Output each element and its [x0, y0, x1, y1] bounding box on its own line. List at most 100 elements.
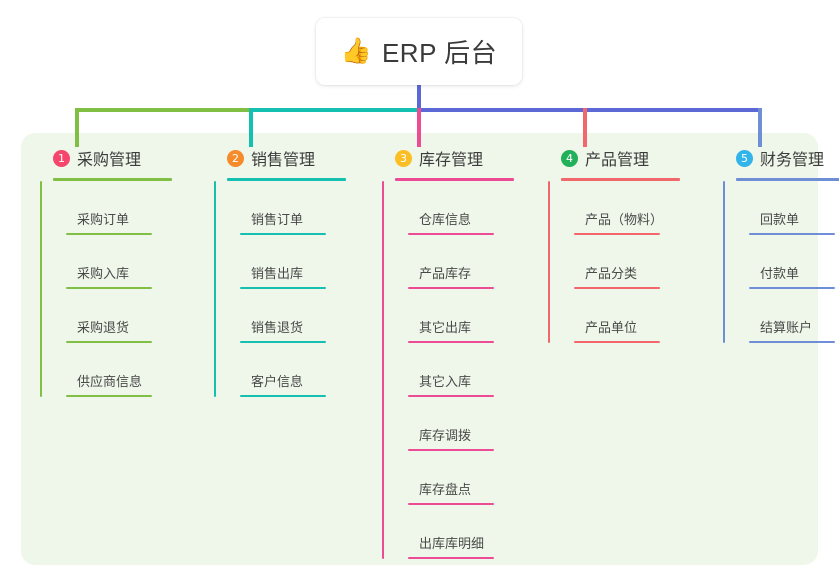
leaf-label: 产品（物料） — [585, 212, 664, 227]
leaf-underline — [66, 395, 152, 397]
leaf-underline — [574, 233, 660, 235]
diagram-panel — [21, 133, 818, 565]
leaf-node[interactable]: 库存盘点 — [395, 451, 534, 505]
leaf-node[interactable]: 采购订单 — [53, 181, 192, 235]
leaf-node[interactable]: 供应商信息 — [53, 343, 192, 397]
leaf-label: 采购退货 — [77, 320, 130, 335]
column-spine-3 — [382, 181, 384, 559]
leaf-node[interactable]: 产品单位 — [561, 289, 700, 343]
leaf-underline — [408, 503, 494, 505]
leaf-underline — [408, 287, 494, 289]
column-badge-5: 5 — [736, 149, 753, 167]
leaf-underline — [408, 395, 494, 397]
leaf-node[interactable]: 销售退货 — [227, 289, 366, 343]
leaf-node[interactable]: 出库库明细 — [395, 505, 534, 559]
leaf-underline — [240, 395, 326, 397]
column-title-5: 财务管理 — [760, 152, 825, 169]
leaf-node[interactable]: 库存调拨 — [395, 397, 534, 451]
leaf-label: 其它出库 — [419, 320, 472, 335]
column-5: 5 财务管理回款单付款单结算账户 — [723, 146, 839, 343]
column-underline-2 — [227, 178, 346, 181]
leaf-underline — [574, 341, 660, 343]
leaf-underline — [240, 287, 326, 289]
leaf-node[interactable]: 销售订单 — [227, 181, 366, 235]
column-items-4: 产品（物料） 产品分类产品单位 — [548, 181, 700, 343]
column-2: 2 销售管理销售订单销售出库销售退货客户信息 — [214, 146, 366, 397]
column-underline-3 — [395, 178, 514, 181]
root-title: ERP 后台 — [381, 38, 498, 68]
leaf-node[interactable]: 回款单 — [736, 181, 839, 235]
column-badge-4: 4 — [561, 149, 578, 167]
leaf-label: 产品分类 — [585, 266, 638, 281]
column-title-1: 采购管理 — [77, 152, 142, 169]
column-header-1[interactable]: 1 采购管理 — [40, 146, 192, 170]
leaf-label: 回款单 — [760, 212, 800, 227]
leaf-underline — [66, 287, 152, 289]
leaf-label: 库存盘点 — [419, 482, 472, 497]
leaf-underline — [408, 233, 494, 235]
leaf-label: 产品单位 — [585, 320, 638, 335]
column-items-1: 采购订单采购入库采购退货供应商信息 — [40, 181, 192, 397]
leaf-node[interactable]: 产品分类 — [561, 235, 700, 289]
column-title-3: 库存管理 — [419, 152, 484, 169]
leaf-label: 库存调拨 — [419, 428, 472, 443]
leaf-underline — [408, 341, 494, 343]
leaf-underline — [749, 341, 835, 343]
leaf-underline — [408, 449, 494, 451]
leaf-label: 客户信息 — [251, 374, 304, 389]
leaf-node[interactable]: 其它入库 — [395, 343, 534, 397]
column-underline-1 — [53, 178, 172, 181]
thumbs-up-icon: 👍 — [340, 37, 372, 65]
column-title-2: 销售管理 — [251, 152, 316, 169]
leaf-node[interactable]: 产品（物料） — [561, 181, 700, 235]
leaf-label: 出库库明细 — [419, 536, 485, 551]
leaf-node[interactable]: 客户信息 — [227, 343, 366, 397]
leaf-node[interactable]: 仓库信息 — [395, 181, 534, 235]
leaf-underline — [240, 341, 326, 343]
column-3: 3 库存管理仓库信息产品库存其它出库其它入库库存调拨库存盘点出库库明细 — [382, 146, 534, 559]
leaf-label: 供应商信息 — [77, 374, 143, 389]
leaf-label: 销售退货 — [251, 320, 304, 335]
column-header-5[interactable]: 5 财务管理 — [723, 146, 839, 170]
column-items-2: 销售订单销售出库销售退货客户信息 — [214, 181, 366, 397]
column-badge-1: 1 — [53, 149, 70, 167]
leaf-underline — [66, 233, 152, 235]
leaf-underline — [749, 233, 835, 235]
column-spine-2 — [214, 181, 216, 397]
leaf-label: 其它入库 — [419, 374, 472, 389]
leaf-label: 采购入库 — [77, 266, 130, 281]
leaf-node[interactable]: 付款单 — [736, 235, 839, 289]
leaf-node[interactable]: 销售出库 — [227, 235, 366, 289]
column-badge-2: 2 — [227, 149, 244, 167]
column-header-2[interactable]: 2 销售管理 — [214, 146, 366, 170]
column-spine-4 — [548, 181, 550, 343]
leaf-node[interactable]: 结算账户 — [736, 289, 839, 343]
leaf-label: 产品库存 — [419, 266, 472, 281]
column-spine-1 — [40, 181, 42, 397]
leaf-label: 销售订单 — [251, 212, 304, 227]
leaf-underline — [66, 341, 152, 343]
column-items-3: 仓库信息产品库存其它出库其它入库库存调拨库存盘点出库库明细 — [382, 181, 534, 559]
leaf-underline — [240, 233, 326, 235]
leaf-node[interactable]: 采购入库 — [53, 235, 192, 289]
leaf-node[interactable]: 产品库存 — [395, 235, 534, 289]
leaf-label: 仓库信息 — [419, 212, 472, 227]
leaf-label: 付款单 — [760, 266, 800, 281]
leaf-underline — [749, 287, 835, 289]
column-underline-4 — [561, 178, 680, 181]
leaf-label: 采购订单 — [77, 212, 130, 227]
leaf-label: 销售出库 — [251, 266, 304, 281]
root-node[interactable]: 👍 ERP 后台 — [316, 18, 522, 85]
leaf-label: 结算账户 — [760, 320, 813, 335]
leaf-underline — [408, 557, 494, 559]
leaf-underline — [574, 287, 660, 289]
leaf-node[interactable]: 其它出库 — [395, 289, 534, 343]
leaf-node[interactable]: 采购退货 — [53, 289, 192, 343]
column-header-3[interactable]: 3 库存管理 — [382, 146, 534, 170]
column-badge-3: 3 — [395, 149, 412, 167]
column-spine-5 — [723, 181, 725, 343]
column-1: 1 采购管理采购订单采购入库采购退货供应商信息 — [40, 146, 192, 397]
